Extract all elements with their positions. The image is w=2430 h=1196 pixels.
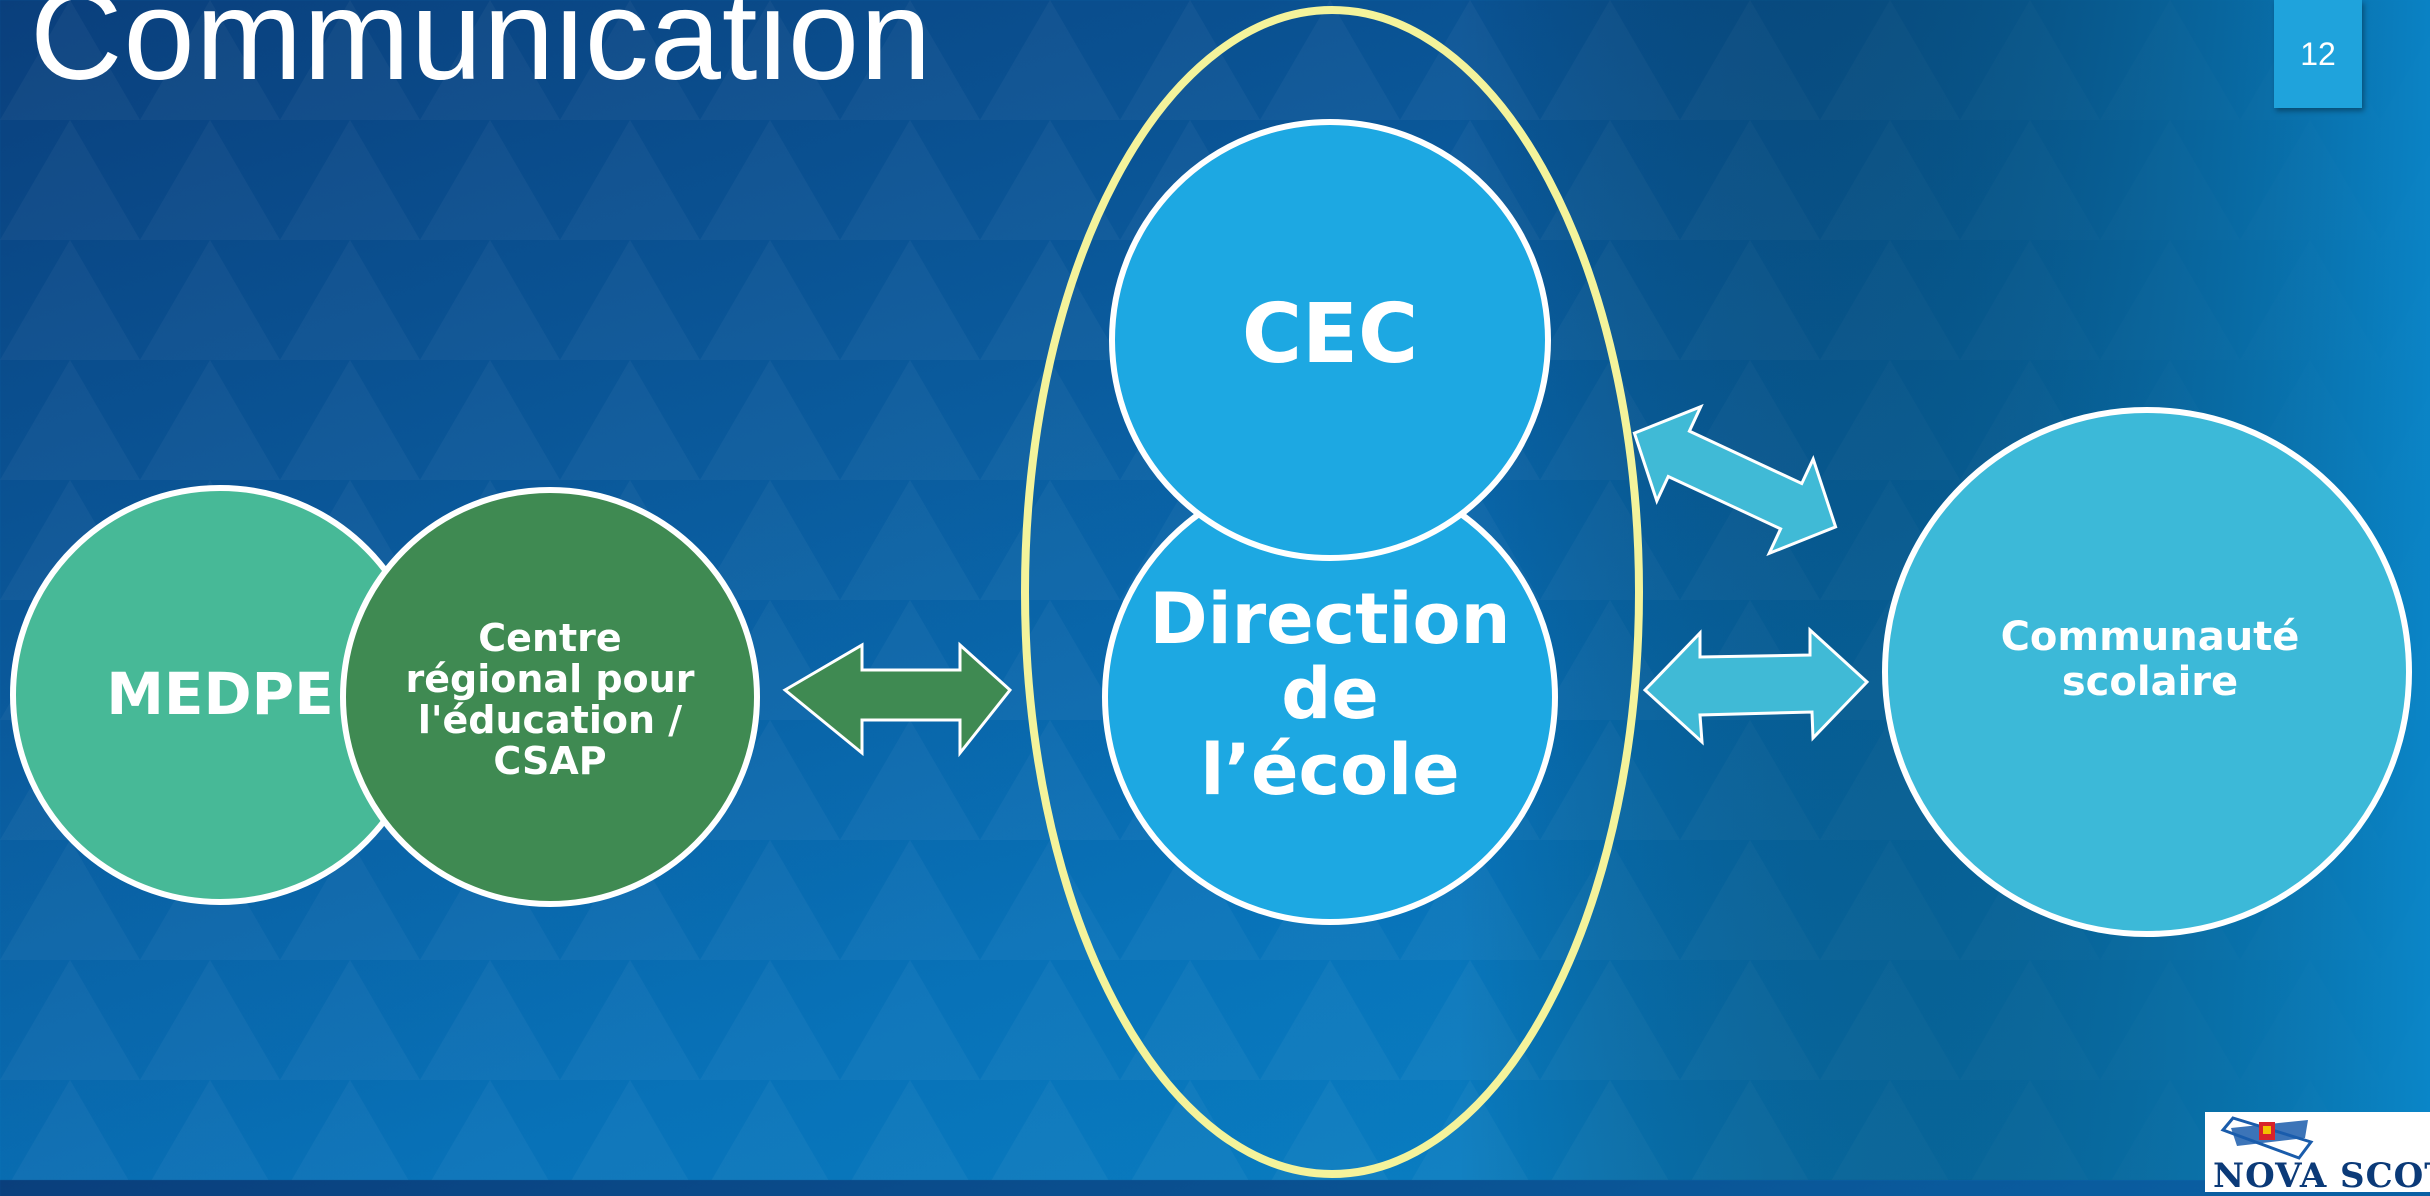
cec-label: CEC [1241, 286, 1419, 382]
medpe-label: MEDPE [106, 660, 334, 729]
school-group-ellipse [1021, 6, 1643, 1178]
blue-double-arrow-diagonal [1632, 403, 1838, 557]
flag-emblem-icon [2220, 1116, 2314, 1160]
communaute-scolaire-circle [1882, 407, 2412, 937]
slide-title: Communication [30, 0, 933, 107]
page-number-badge: 12 [2274, 0, 2362, 108]
green-double-arrow [782, 641, 1013, 758]
logo-text: NOVA SCOTIA [2213, 1156, 2430, 1196]
cec-circle [1109, 119, 1551, 561]
communaute-scolaire-label: Communauté scolaire [2000, 614, 2300, 705]
blue-double-arrow-horizontal [1642, 626, 1870, 746]
nova-scotia-logo: NOVA SCOTIA [2205, 1112, 2430, 1196]
direction-ecole-label: Direction de l’école [1149, 577, 1511, 811]
centre-regional-label: Centre régional pour l'éducation / CSAP [405, 615, 695, 784]
centre-regional-circle [340, 487, 760, 907]
